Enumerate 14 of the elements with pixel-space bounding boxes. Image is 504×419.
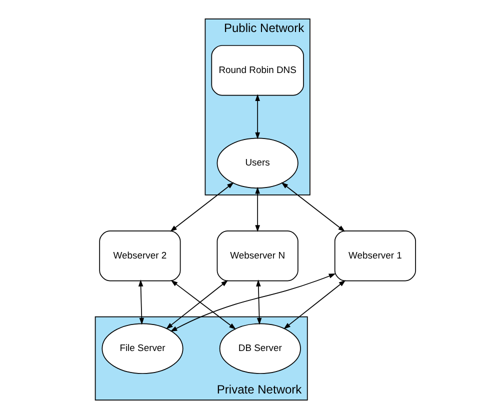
arrow: [170, 182, 234, 232]
arrow: [281, 182, 346, 232]
arrow: [138, 280, 144, 325]
arrow: [284, 280, 346, 330]
node-box: Webserver N: [216, 230, 298, 282]
node-box: Webserver 2: [99, 230, 181, 282]
arrow: [255, 186, 260, 232]
node-box: Webserver 1: [334, 230, 416, 282]
arrow: [256, 280, 262, 325]
arrow: [255, 94, 260, 140]
arrow: [166, 280, 228, 330]
arrow: [170, 274, 336, 332]
arrow: [170, 280, 236, 330]
node-box: Round Robin DNS: [211, 45, 304, 96]
